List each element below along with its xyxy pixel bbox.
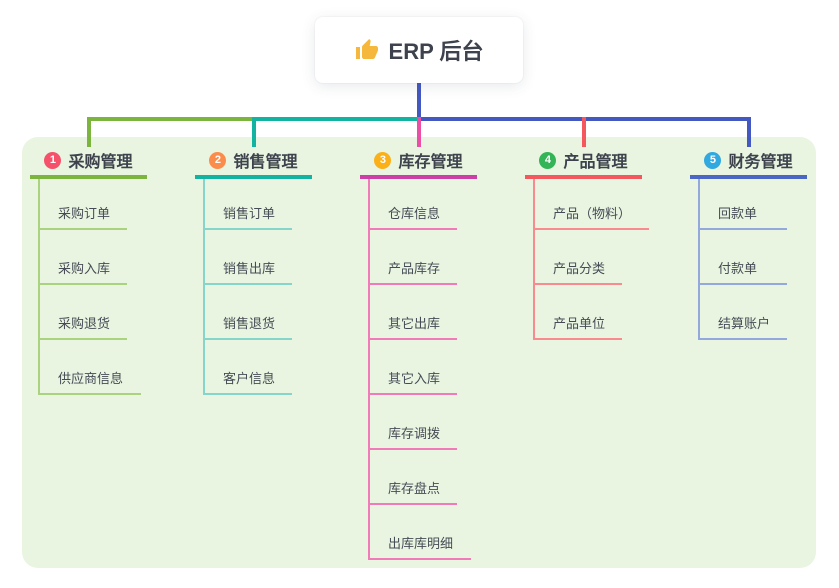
child-label: 销售出库 — [223, 261, 276, 276]
branch-node-product-management[interactable]: 4 产品管理 — [525, 145, 642, 179]
child-label: 采购退货 — [58, 316, 111, 331]
child-node[interactable]: 库存盘点 — [368, 478, 457, 505]
branch-drop-connector — [86, 117, 91, 147]
branch-trunk — [203, 179, 205, 395]
child-node[interactable]: 产品分类 — [533, 258, 622, 285]
branch-badge: 1 — [44, 151, 62, 169]
child-node[interactable]: 销售退货 — [203, 313, 292, 340]
branch-drop-connector — [581, 117, 586, 147]
child-node[interactable]: 产品（物料） — [533, 203, 649, 230]
branch-node-sales-management[interactable]: 2 销售管理 — [195, 145, 312, 179]
branch-badge: 5 — [704, 151, 722, 169]
branch-drop-connector — [251, 117, 256, 147]
branch-node-finance-management[interactable]: 5 财务管理 — [690, 145, 807, 179]
child-label: 其它入库 — [388, 371, 441, 386]
mindmap-panel — [22, 137, 816, 568]
branch-label: 库存管理 — [398, 154, 463, 171]
branch-badge: 4 — [539, 151, 557, 169]
child-label: 产品（物料） — [553, 206, 632, 221]
child-label: 付款单 — [718, 261, 758, 276]
child-label: 销售退货 — [223, 316, 276, 331]
child-node[interactable]: 库存调拨 — [368, 423, 457, 450]
branch-node-inventory-management[interactable]: 3 库存管理 — [360, 145, 477, 179]
child-node[interactable]: 仓库信息 — [368, 203, 457, 230]
child-label: 供应商信息 — [58, 371, 124, 386]
branch-label: 产品管理 — [563, 154, 628, 171]
child-node[interactable]: 其它入库 — [368, 368, 457, 395]
root-connector — [416, 83, 421, 117]
child-node[interactable]: 客户信息 — [203, 368, 292, 395]
connector-bar-segment — [416, 117, 586, 121]
child-node[interactable]: 采购入库 — [38, 258, 127, 285]
child-node[interactable]: 出库库明细 — [368, 533, 471, 560]
child-node[interactable]: 供应商信息 — [38, 368, 141, 395]
child-node[interactable]: 回款单 — [698, 203, 787, 230]
child-node[interactable]: 销售订单 — [203, 203, 292, 230]
child-label: 产品分类 — [553, 261, 606, 276]
child-label: 出库库明细 — [388, 536, 454, 551]
child-node[interactable]: 结算账户 — [698, 313, 787, 340]
branch-drop-connector — [746, 117, 751, 147]
connector-bar-segment — [581, 117, 751, 121]
root-title: ERP 后台 — [388, 39, 484, 64]
connector-bar-segment — [251, 117, 421, 121]
branch-drop-connector — [416, 117, 421, 147]
thumbs-up-icon — [355, 39, 378, 59]
child-node[interactable]: 其它出库 — [368, 313, 457, 340]
branch-badge: 3 — [374, 151, 392, 169]
child-label: 客户信息 — [223, 371, 276, 386]
connector-bar-segment — [86, 117, 256, 121]
branch-badge: 2 — [209, 151, 227, 169]
child-label: 产品库存 — [388, 261, 441, 276]
child-label: 库存调拨 — [388, 426, 441, 441]
branch-trunk — [368, 179, 370, 560]
child-label: 仓库信息 — [388, 206, 441, 221]
child-label: 库存盘点 — [388, 481, 441, 496]
child-node[interactable]: 产品库存 — [368, 258, 457, 285]
branch-trunk — [698, 179, 700, 340]
child-label: 采购入库 — [58, 261, 111, 276]
child-node[interactable]: 销售出库 — [203, 258, 292, 285]
child-label: 销售订单 — [223, 206, 276, 221]
branch-node-purchasing-management[interactable]: 1 采购管理 — [30, 145, 147, 179]
child-node[interactable]: 产品单位 — [533, 313, 622, 340]
child-label: 产品单位 — [553, 316, 606, 331]
branch-label: 采购管理 — [68, 154, 133, 171]
child-label: 回款单 — [718, 206, 758, 221]
branch-label: 销售管理 — [233, 154, 298, 171]
child-label: 其它出库 — [388, 316, 441, 331]
child-label: 采购订单 — [58, 206, 111, 221]
root-node[interactable]: ERP 后台 — [315, 17, 523, 83]
child-node[interactable]: 付款单 — [698, 258, 787, 285]
child-label: 结算账户 — [718, 316, 771, 331]
branch-trunk — [38, 179, 40, 395]
child-node[interactable]: 采购订单 — [38, 203, 127, 230]
branch-label: 财务管理 — [728, 154, 793, 171]
child-node[interactable]: 采购退货 — [38, 313, 127, 340]
branch-trunk — [533, 179, 535, 340]
